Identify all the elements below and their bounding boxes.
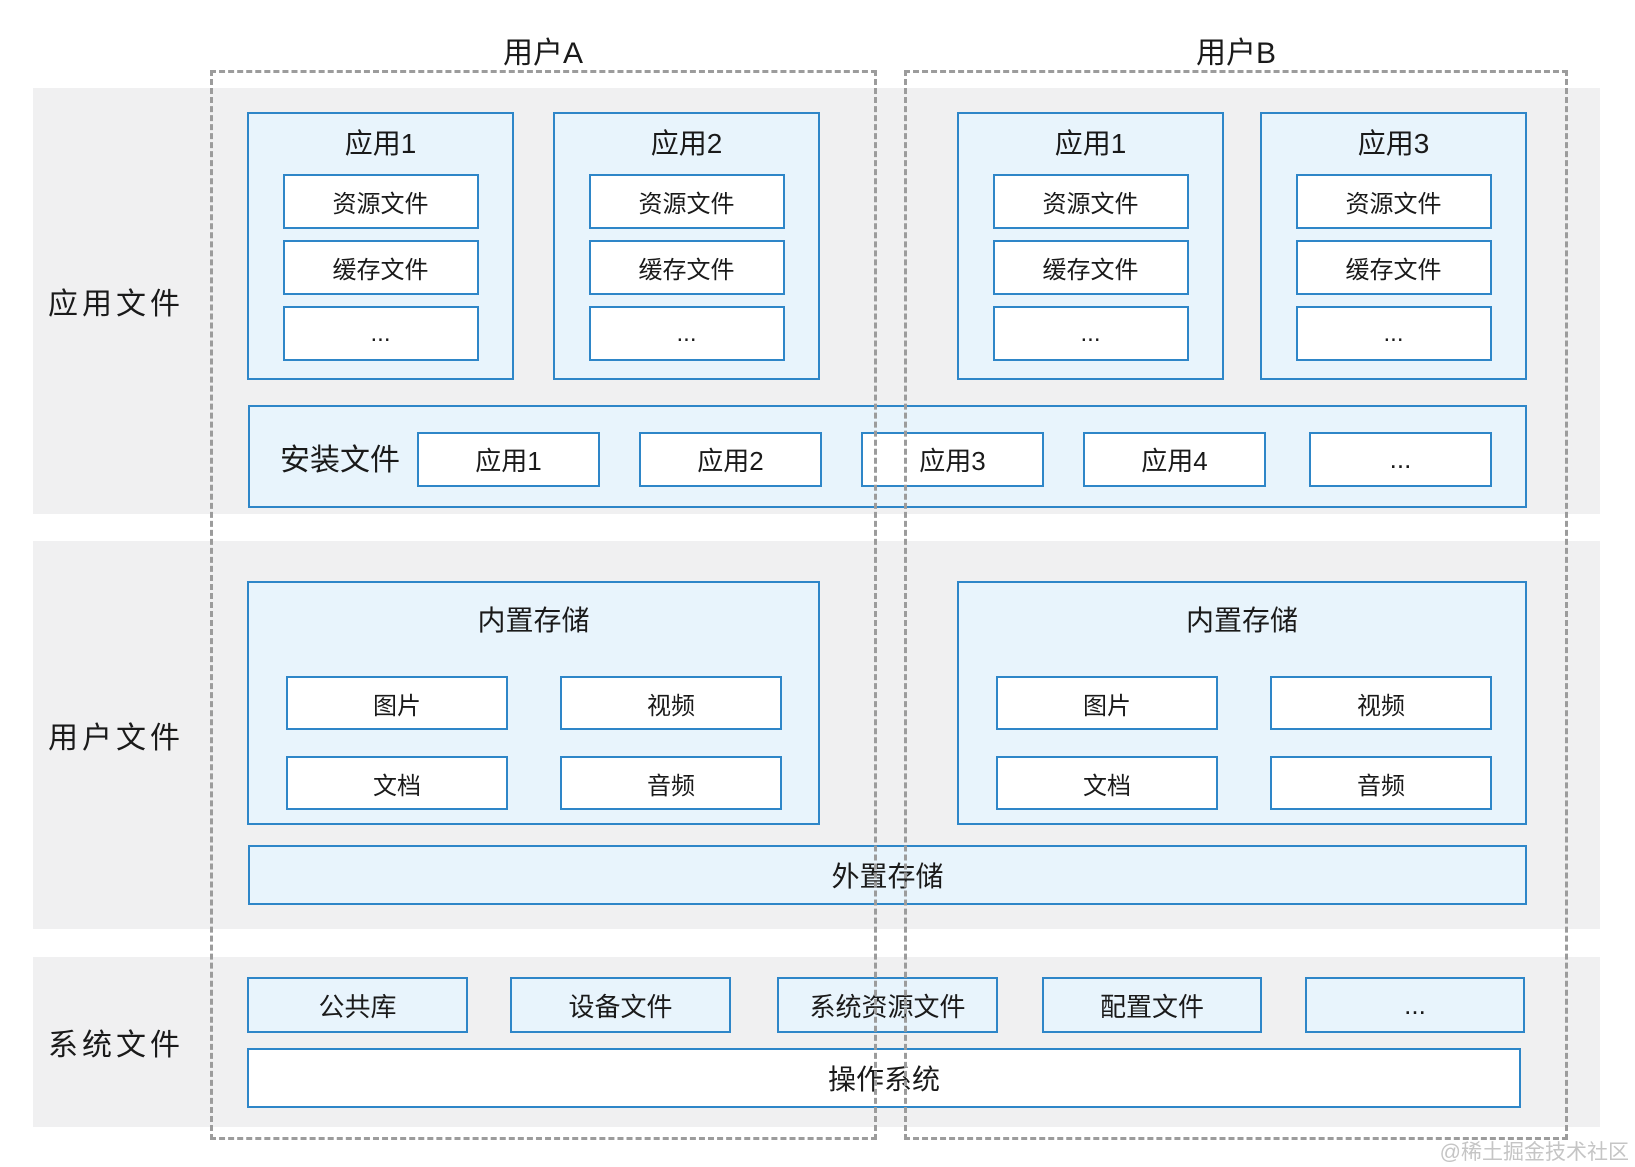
user-b-label: 用户B [1195, 37, 1277, 70]
user-a-label: 用户A [502, 37, 584, 70]
app-box-user-b-app1: 应用1 资源文件 缓存文件 ... [957, 112, 1224, 380]
app-title: 应用1 [344, 128, 417, 159]
app-title: 应用2 [650, 128, 723, 159]
storage-item-videos: 视频 [1270, 676, 1492, 730]
app-item-cache-files: 缓存文件 [588, 240, 785, 295]
system-item-common-libs: 公共库 [247, 977, 468, 1033]
storage-item-documents: 文档 [286, 756, 508, 810]
app-title: 应用3 [1357, 128, 1430, 159]
internal-storage-user-b: 内置存储 图片 视频 文档 音频 [957, 581, 1527, 825]
app-title: 应用1 [1054, 128, 1127, 159]
storage-item-documents: 文档 [996, 756, 1218, 810]
app-box-user-a-app2: 应用2 资源文件 缓存文件 ... [553, 112, 820, 380]
band-user-files-label: 用户文件 [48, 722, 184, 755]
system-item-config-files: 配置文件 [1042, 977, 1262, 1033]
internal-storage-title: 内置存储 [477, 605, 590, 636]
band-system-files-label: 系统文件 [48, 1029, 184, 1062]
system-item-system-resource-files: 系统资源文件 [777, 977, 998, 1033]
storage-item-audio: 音频 [1270, 756, 1492, 810]
operating-system-bar: 操作系统 [247, 1048, 1521, 1108]
app-item-ellipsis: ... [992, 306, 1189, 361]
storage-item-pictures: 图片 [996, 676, 1218, 730]
storage-item-pictures: 图片 [286, 676, 508, 730]
system-item-device-files: 设备文件 [510, 977, 731, 1033]
watermark: @稀土掘金技术社区 [1439, 1141, 1629, 1164]
band-app-files-label: 应用文件 [48, 288, 184, 321]
system-item-ellipsis: ... [1305, 977, 1525, 1033]
app-item-ellipsis: ... [588, 306, 785, 361]
app-item-resource-files: 资源文件 [282, 174, 479, 229]
app-box-user-b-app3: 应用3 资源文件 缓存文件 ... [1260, 112, 1527, 380]
install-files-label: 安装文件 [280, 443, 400, 477]
storage-item-videos: 视频 [560, 676, 782, 730]
internal-storage-user-a: 内置存储 图片 视频 文档 音频 [247, 581, 820, 825]
internal-storage-title: 内置存储 [1185, 605, 1298, 636]
install-item-app3: 应用3 [861, 432, 1044, 487]
app-item-cache-files: 缓存文件 [992, 240, 1189, 295]
install-item-app4: 应用4 [1083, 432, 1266, 487]
storage-item-audio: 音频 [560, 756, 782, 810]
install-item-ellipsis: ... [1309, 432, 1492, 487]
app-box-user-a-app1: 应用1 资源文件 缓存文件 ... [247, 112, 514, 380]
install-item-app2: 应用2 [639, 432, 822, 487]
app-item-resource-files: 资源文件 [1295, 174, 1492, 229]
install-files-row: 安装文件 应用1 应用2 应用3 应用4 ... [248, 405, 1527, 508]
install-item-app1: 应用1 [417, 432, 600, 487]
app-item-ellipsis: ... [282, 306, 479, 361]
app-item-resource-files: 资源文件 [992, 174, 1189, 229]
app-item-ellipsis: ... [1295, 306, 1492, 361]
app-item-cache-files: 缓存文件 [282, 240, 479, 295]
app-item-cache-files: 缓存文件 [1295, 240, 1492, 295]
external-storage-bar: 外置存储 [248, 845, 1527, 905]
app-item-resource-files: 资源文件 [588, 174, 785, 229]
